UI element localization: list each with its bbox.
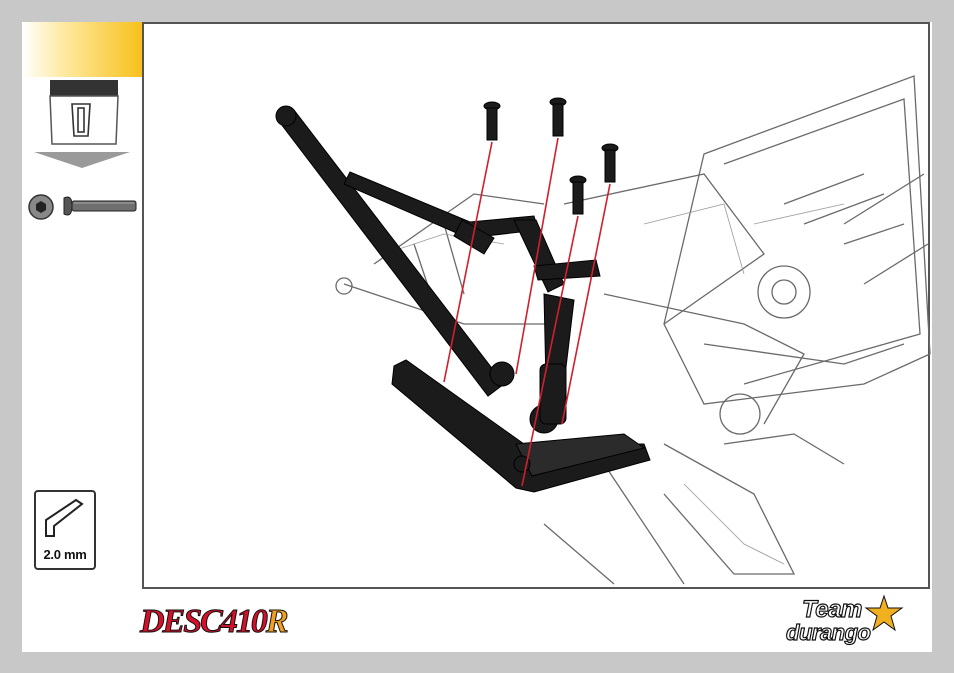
logo-word-durango: durango [786,620,871,646]
assembly-diagram [142,22,930,589]
desc410r-logo: DESC410R [140,602,300,642]
tool-size-label: 2.0 mm [36,547,94,562]
arrow-down-icon [34,152,130,168]
screw-icon [62,194,138,218]
team-durango-logo: Team durango [766,592,922,648]
brand-part-desc: DESC [140,603,221,640]
brand-part-number: 410 [221,603,266,640]
manual-page: 2.0 mm DESC410R Team durango [22,22,932,652]
step-tab [22,22,142,77]
brand-name: DESC410R [140,602,287,642]
parts-bag-icon [48,80,120,146]
brand-part-r: R [266,603,287,640]
hex-wrench-icon [42,498,88,538]
tool-box: 2.0 mm [34,490,96,570]
nut-icon [26,192,56,222]
bumper-assembly-illustration [144,24,932,591]
